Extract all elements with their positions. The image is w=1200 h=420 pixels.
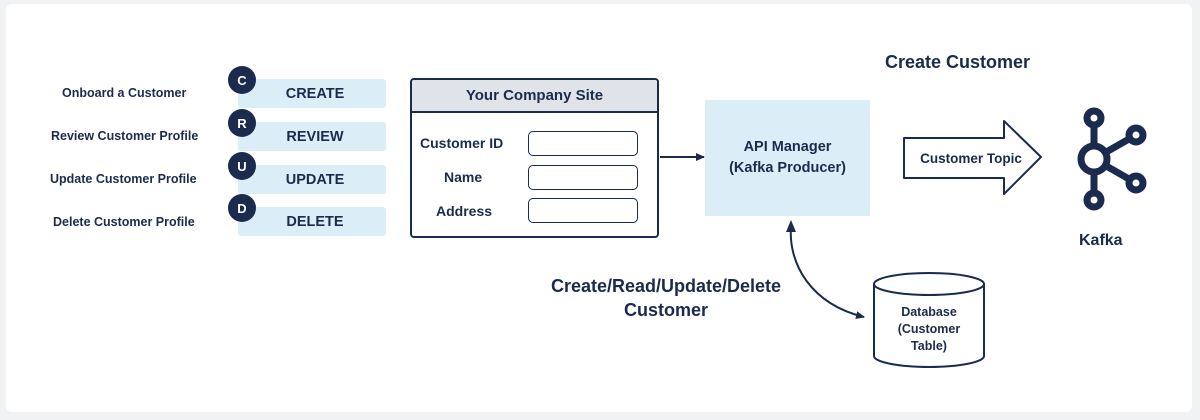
crud-label-line2: Customer bbox=[623, 300, 708, 320]
api-manager-subtitle: (Kafka Producer) bbox=[729, 160, 846, 176]
company-site-title: Your Company Site bbox=[412, 80, 657, 113]
customer-topic-arrow bbox=[903, 120, 1042, 195]
name-field[interactable] bbox=[528, 165, 638, 190]
api-manager-title: API Manager bbox=[743, 139, 832, 155]
database-label-line3: Table) bbox=[911, 339, 947, 353]
api-database-arrow bbox=[789, 225, 865, 319]
create-customer-title: Create Customer bbox=[885, 52, 1031, 72]
operation-label-review: REVIEW bbox=[286, 128, 344, 145]
diagram-canvas: Onboard a Customer CREATE C Review Custo… bbox=[6, 4, 1192, 412]
api-manager-box: API Manager (Kafka Producer) bbox=[705, 100, 870, 216]
database-label-line2: (Customer bbox=[898, 322, 961, 336]
action-label-review: Review Customer Profile bbox=[51, 129, 199, 143]
action-label-update: Update Customer Profile bbox=[50, 172, 197, 186]
action-label-onboard: Onboard a Customer bbox=[62, 86, 187, 100]
operation-pill-update: UPDATE bbox=[238, 165, 386, 194]
database-cylinder bbox=[873, 272, 985, 368]
badge-d: D bbox=[228, 194, 256, 222]
name-label: Name bbox=[444, 169, 483, 185]
operation-label-delete: DELETE bbox=[286, 213, 344, 230]
api-database-arrowhead-top bbox=[786, 220, 796, 232]
customer-id-label: Customer ID bbox=[420, 135, 504, 151]
kafka-logo-icon bbox=[1077, 107, 1147, 211]
operation-label-create: CREATE bbox=[285, 85, 345, 102]
address-label: Address bbox=[436, 203, 493, 219]
customer-id-field[interactable] bbox=[528, 131, 638, 156]
diagram-connectors: Customer Topic Database (Customer Table) bbox=[660, 107, 1147, 368]
database-label-line1: Database bbox=[901, 305, 957, 319]
crud-customer-label: Create/Read/Update/Delete Customer bbox=[516, 274, 816, 322]
operation-label-update: UPDATE bbox=[285, 171, 345, 188]
badge-c: C bbox=[228, 66, 256, 94]
action-label-delete: Delete Customer Profile bbox=[53, 215, 195, 229]
address-field[interactable] bbox=[528, 198, 638, 223]
company-site-window: Your Company Site Customer ID Name Addre… bbox=[410, 78, 659, 238]
badge-u: U bbox=[228, 152, 256, 180]
crud-label-line1: Create/Read/Update/Delete bbox=[550, 276, 782, 296]
badge-r: R bbox=[228, 109, 256, 137]
operation-pill-review: REVIEW bbox=[238, 122, 386, 151]
operation-pill-delete: DELETE bbox=[238, 207, 386, 236]
kafka-label: Kafka bbox=[1079, 232, 1123, 249]
customer-topic-label: Customer Topic bbox=[920, 151, 1022, 166]
operation-pill-create: CREATE bbox=[238, 79, 386, 108]
